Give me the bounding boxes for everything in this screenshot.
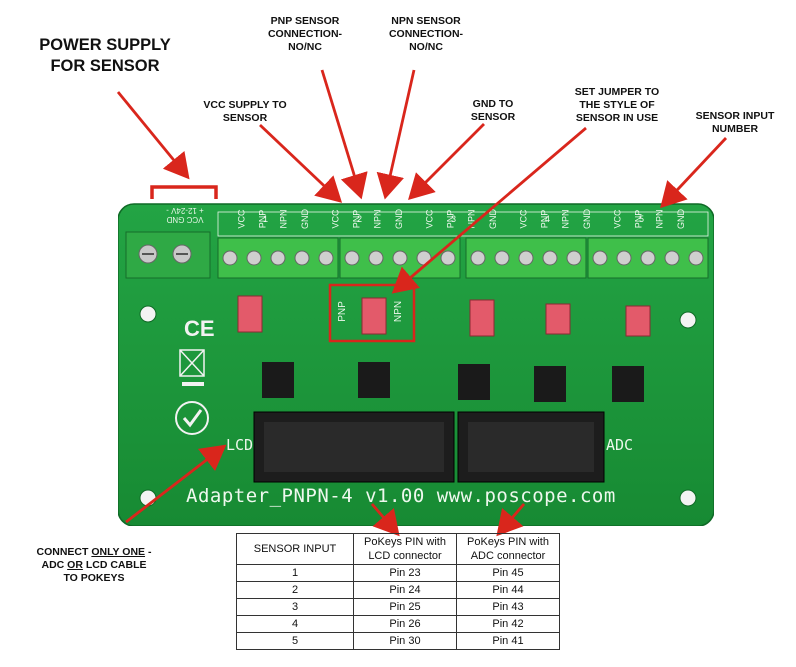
arrow-gnd (408, 123, 485, 200)
table-header: PoKeys PIN with ADC connector (456, 533, 560, 565)
arrow-npn (376, 69, 416, 200)
terminal-screw (270, 250, 286, 266)
terminal-screw (616, 250, 632, 266)
channel-number: 5 (639, 214, 645, 224)
terminal-screw (592, 250, 608, 266)
power-terminal-silk: VCC GND + 12-24V - (166, 206, 204, 224)
pin-silk-label: GND (676, 209, 686, 229)
jumper-npn-label: NPN (393, 300, 405, 323)
connect-or: OR (67, 559, 83, 571)
terminal-screw (392, 250, 408, 266)
board-lcd-label: LCD (226, 436, 254, 454)
pnp-connection-label: PNP SENSOR CONNECTION- NO/NC (267, 15, 343, 53)
pin-silk-label: VCC (612, 209, 623, 229)
arrow-pnp (320, 69, 368, 200)
terminal-screw (416, 250, 432, 266)
table-cell: 4 (236, 615, 354, 633)
npn-connection-label: NPN SENSOR CONNECTION- NO/NC (388, 15, 464, 53)
board-name: Adapter_PNPN-4 v1.00 www.poscope.com (186, 485, 616, 507)
pin-silk-label: NPN (560, 209, 571, 229)
connect-text-1: CONNECT (36, 546, 92, 558)
table-cell: Pin 24 (353, 581, 457, 599)
terminal-screw (246, 250, 262, 266)
pcb-board (118, 203, 714, 526)
table-cell: Pin 25 (353, 598, 457, 616)
table-cell: 2 (236, 581, 354, 599)
pin-silk-label: GND (582, 209, 592, 229)
terminal-screw (344, 250, 360, 266)
pin-silk-label: GND (394, 209, 404, 229)
pin-silk-label: VCC (518, 209, 529, 229)
sensor-input-number-label: SENSOR INPUT NUMBER (695, 110, 775, 135)
connect-only-one: ONLY ONE (91, 546, 146, 558)
connect-cable-label: CONNECT ONLY ONE - ADC OR LCD CABLE TO P… (20, 533, 168, 585)
connect-text-2: - ADC (41, 546, 152, 571)
channel-number: 4 (545, 214, 551, 224)
table-cell: Pin 42 (456, 615, 560, 633)
table-cell: Pin 41 (456, 632, 560, 650)
pin-silk-label: VCC (330, 209, 341, 229)
terminal-screw (494, 250, 510, 266)
table-header: PoKeys PIN with LCD connector (353, 533, 457, 565)
pin-silk-label: NPN (372, 209, 383, 229)
table-cell: Pin 45 (456, 564, 560, 582)
jumper-pnp-label: PNP (336, 301, 348, 322)
pin-table: SENSOR INPUT PoKeys PIN with LCD connect… (236, 533, 560, 650)
terminal-screw (640, 250, 656, 266)
terminal-screw (664, 250, 680, 266)
arrow-vcc (259, 123, 343, 203)
table-cell: Pin 43 (456, 598, 560, 616)
pin-silk-label: NPN (278, 209, 289, 229)
connect-text-3: LCD CABLE TO POKEYS (63, 559, 147, 584)
pin-silk-label: GND (300, 209, 310, 229)
terminal-screw (294, 250, 310, 266)
table-cell: 5 (236, 632, 354, 650)
terminal-screw (368, 250, 384, 266)
table-cell: 1 (236, 564, 354, 582)
terminal-screw (688, 250, 704, 266)
terminal-screw (542, 250, 558, 266)
terminal-screw (470, 250, 486, 266)
table-cell: Pin 23 (353, 564, 457, 582)
gnd-to-sensor-label: GND TO SENSOR (470, 98, 516, 123)
pin-silk-label: VCC (236, 209, 247, 229)
table-header-row: SENSOR INPUT PoKeys PIN with LCD connect… (236, 533, 560, 565)
terminal-screw (518, 250, 534, 266)
terminal-screw (440, 250, 456, 266)
table-header: SENSOR INPUT (236, 533, 354, 565)
board-adc-label: ADC (606, 436, 634, 454)
ce-mark: CE (184, 316, 215, 341)
set-jumper-label: SET JUMPER TO THE STYLE OF SENSOR IN USE (574, 86, 660, 124)
pin-silk-label: NPN (466, 209, 477, 229)
table-cell: Pin 26 (353, 615, 457, 633)
terminal-screw (222, 250, 238, 266)
channel-number: 1 (263, 214, 269, 224)
power-supply-label: POWER SUPPLY FOR SENSOR (39, 36, 171, 75)
table-cell: Pin 44 (456, 581, 560, 599)
channel-number: 2 (357, 214, 363, 224)
arrow-sensor-input (660, 137, 728, 209)
channel-number: 3 (451, 214, 457, 224)
table-cell: Pin 30 (353, 632, 457, 650)
pin-silk-label: NPN (654, 209, 665, 229)
table-cell: 3 (236, 598, 354, 616)
pin-silk-label: GND (488, 209, 498, 229)
pin-silk-label: VCC (424, 209, 435, 229)
terminal-screw (318, 250, 334, 266)
terminal-screw (566, 250, 582, 266)
arrow-power (116, 91, 190, 180)
vcc-supply-label: VCC SUPPLY TO SENSOR (203, 99, 287, 124)
